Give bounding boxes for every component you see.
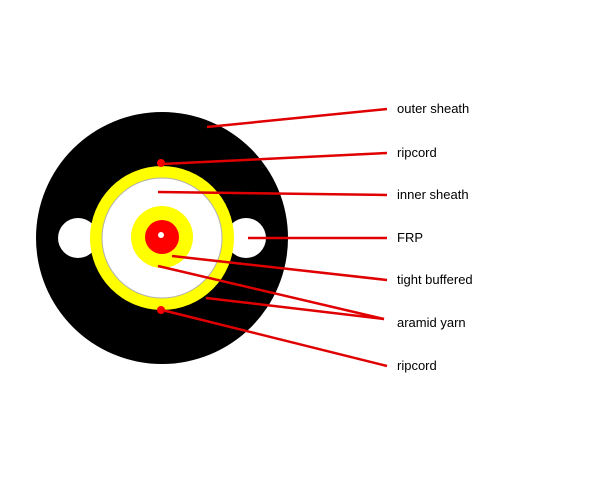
label-frp: FRP	[397, 230, 423, 245]
label-inner-sheath: inner sheath	[397, 187, 469, 202]
leader-line-tight-buffered	[171, 254, 388, 282]
leader-lines	[157, 107, 388, 368]
leader-line-outer-sheath	[206, 107, 388, 129]
fiber-core-center	[158, 232, 164, 238]
label-ripcord-top: ripcord	[397, 145, 437, 160]
frp-rod-left	[58, 218, 98, 258]
frp-rod-right	[226, 218, 266, 258]
label-aramid-yarn: aramid yarn	[397, 315, 466, 330]
leader-line-ripcord-bottom	[161, 308, 388, 368]
leader-line-inner-sheath	[157, 190, 388, 197]
label-outer-sheath: outer sheath	[397, 101, 469, 116]
label-ripcord-bottom: ripcord	[397, 358, 437, 373]
leader-line-aramid-yarn-1	[157, 264, 385, 321]
leader-line-ripcord-top	[161, 151, 388, 166]
ripcord-dot-bottom	[157, 306, 165, 314]
label-tight-buffered: tight buffered	[397, 272, 473, 287]
leader-line-aramid-yarn-2	[205, 296, 385, 321]
